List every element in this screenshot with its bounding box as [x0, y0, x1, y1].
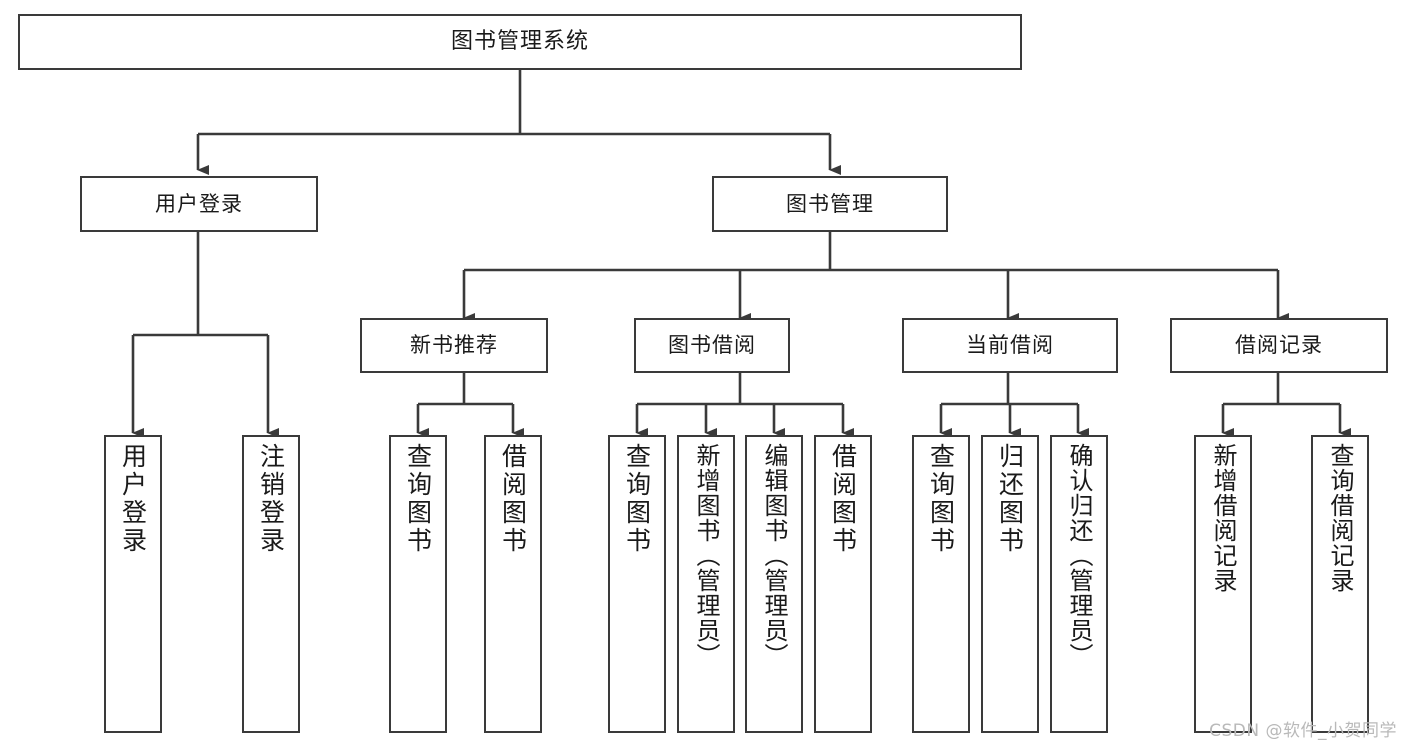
node-label: 注销登录 — [256, 443, 286, 555]
leaf-record-add-borrow-record[interactable]: 新增借阅记录 — [1194, 435, 1252, 733]
node-label: 新书推荐 — [410, 333, 498, 358]
node-current-borrow[interactable]: 当前借阅 — [902, 318, 1118, 373]
leaf-borrow-add-book-admin[interactable]: 新增图书（管理员） — [677, 435, 735, 733]
node-label: 查询图书 — [926, 443, 956, 555]
node-new-book-recommend[interactable]: 新书推荐 — [360, 318, 548, 373]
leaf-borrow-borrow-book[interactable]: 借阅图书 — [814, 435, 872, 733]
node-label: 用户登录 — [118, 443, 148, 555]
node-label: 借阅记录 — [1235, 333, 1323, 358]
leaf-borrow-edit-book-admin[interactable]: 编辑图书（管理员） — [745, 435, 803, 733]
node-label: 归还图书 — [995, 443, 1025, 555]
node-label: 查询图书 — [403, 443, 433, 555]
leaf-user-login[interactable]: 用户登录 — [104, 435, 162, 733]
node-root-system[interactable]: 图书管理系统 — [18, 14, 1022, 70]
leaf-recommend-query-book[interactable]: 查询图书 — [389, 435, 447, 733]
node-label: 新增借阅记录 — [1209, 443, 1237, 593]
leaf-current-confirm-return-admin[interactable]: 确认归还（管理员） — [1050, 435, 1108, 733]
node-label: 当前借阅 — [966, 333, 1054, 358]
node-label: 查询图书 — [622, 443, 652, 555]
node-label: 确认归还（管理员） — [1065, 443, 1093, 668]
node-user-login[interactable]: 用户登录 — [80, 176, 318, 232]
leaf-record-query-borrow-record[interactable]: 查询借阅记录 — [1311, 435, 1369, 733]
node-label: 图书管理系统 — [450, 29, 589, 55]
leaf-recommend-borrow-book[interactable]: 借阅图书 — [484, 435, 542, 733]
node-label: 编辑图书（管理员） — [760, 443, 788, 668]
node-label: 用户登录 — [155, 191, 243, 216]
node-label: 借阅图书 — [828, 443, 858, 555]
node-label: 新增图书（管理员） — [692, 443, 720, 668]
watermark-text: CSDN @软件_小贺同学 — [1209, 721, 1397, 741]
leaf-borrow-query-book[interactable]: 查询图书 — [608, 435, 666, 733]
node-label: 图书借阅 — [668, 333, 756, 358]
node-borrow-record[interactable]: 借阅记录 — [1170, 318, 1388, 373]
node-label: 查询借阅记录 — [1326, 443, 1354, 593]
leaf-current-return-book[interactable]: 归还图书 — [981, 435, 1039, 733]
node-book-borrow[interactable]: 图书借阅 — [634, 318, 790, 373]
leaf-current-query-book[interactable]: 查询图书 — [912, 435, 970, 733]
node-label: 借阅图书 — [498, 443, 528, 555]
leaf-user-logout[interactable]: 注销登录 — [242, 435, 300, 733]
node-book-management[interactable]: 图书管理 — [712, 176, 948, 232]
node-label: 图书管理 — [786, 191, 874, 216]
